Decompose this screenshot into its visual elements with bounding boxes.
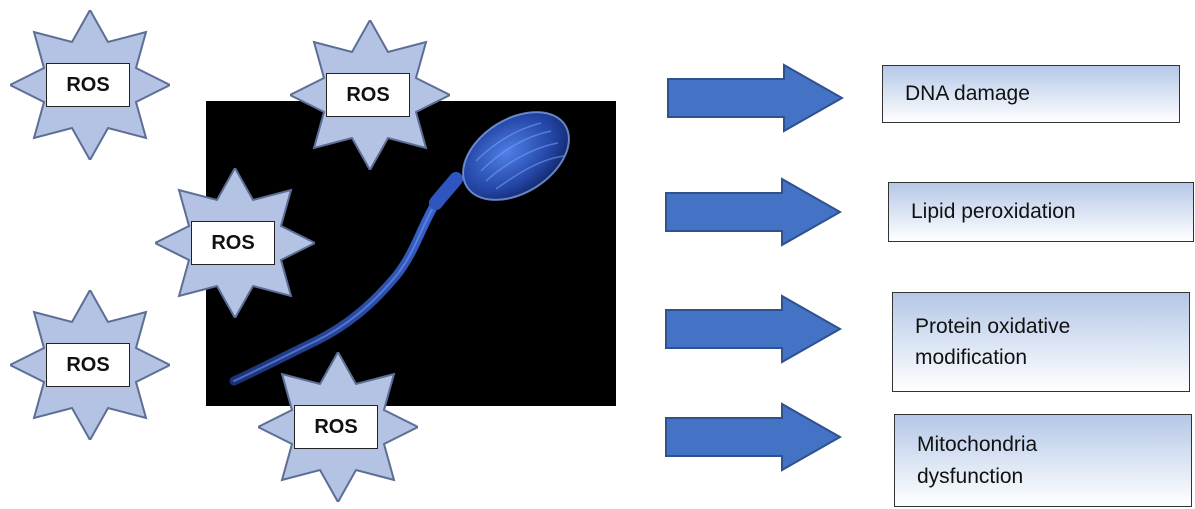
ros-star: ROS (258, 352, 418, 502)
ros-label: ROS (46, 63, 130, 107)
effect-label: Mitochondria dysfunction (917, 429, 1117, 492)
right-arrow-icon (664, 294, 844, 364)
ros-label: ROS (294, 405, 378, 449)
ros-star: ROS (290, 20, 450, 170)
ros-label: ROS (46, 343, 130, 387)
ros-label: ROS (191, 221, 275, 265)
right-arrow-icon (664, 402, 844, 472)
right-arrow-icon (664, 177, 844, 247)
ros-star: ROS (155, 168, 315, 318)
effect-lipid-peroxidation: Lipid peroxidation (888, 182, 1194, 242)
effect-dna-damage: DNA damage (882, 65, 1180, 123)
ros-label: ROS (326, 73, 410, 117)
effect-label: Lipid peroxidation (911, 196, 1076, 228)
ros-star: ROS (10, 10, 170, 160)
effect-label: Protein oxidative modification (915, 311, 1135, 374)
right-arrow-icon (666, 63, 846, 133)
effect-mitochondria-dysfunction: Mitochondria dysfunction (894, 414, 1192, 507)
effect-label: DNA damage (905, 78, 1030, 110)
ros-star: ROS (10, 290, 170, 440)
effect-protein-oxidative-modification: Protein oxidative modification (892, 292, 1190, 392)
